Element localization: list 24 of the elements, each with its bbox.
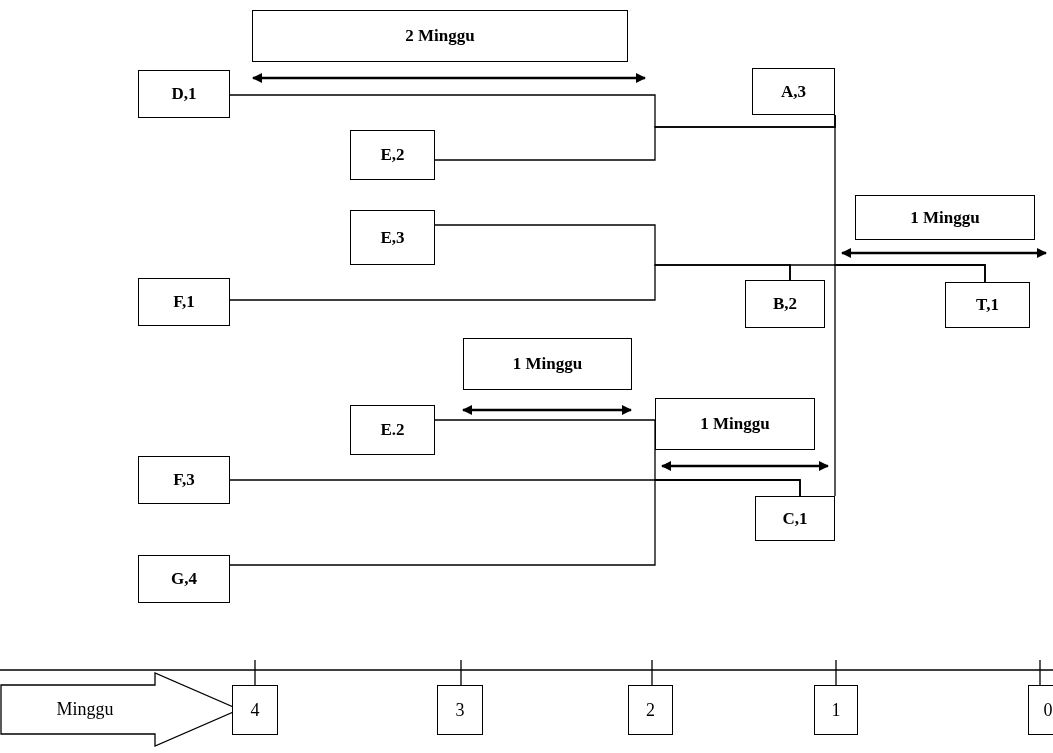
duration-box: 2 Minggu [252, 10, 628, 62]
part-box: E,3 [350, 210, 435, 265]
duration-box: 1 Minggu [655, 398, 815, 450]
week-box: 0 [1028, 685, 1053, 735]
part-box: T,1 [945, 282, 1030, 328]
connector-line [229, 264, 791, 301]
connector-line [229, 479, 801, 566]
part-box: G,4 [138, 555, 230, 603]
part-box: A,3 [752, 68, 835, 115]
week-box: 4 [232, 685, 278, 735]
connector-line [834, 264, 986, 497]
axis-label: Minggu [56, 699, 114, 720]
week-box: 3 [437, 685, 483, 735]
part-box: D,1 [138, 70, 230, 118]
part-box: F,3 [138, 456, 230, 504]
part-box: B,2 [745, 280, 825, 328]
part-box: F,1 [138, 278, 230, 326]
part-box: C,1 [755, 496, 835, 541]
week-box: 2 [628, 685, 673, 735]
part-box: E,2 [350, 130, 435, 180]
duration-box: 1 Minggu [855, 195, 1035, 240]
part-box: E.2 [350, 405, 435, 455]
week-box: 1 [814, 685, 858, 735]
duration-box: 1 Minggu [463, 338, 632, 390]
